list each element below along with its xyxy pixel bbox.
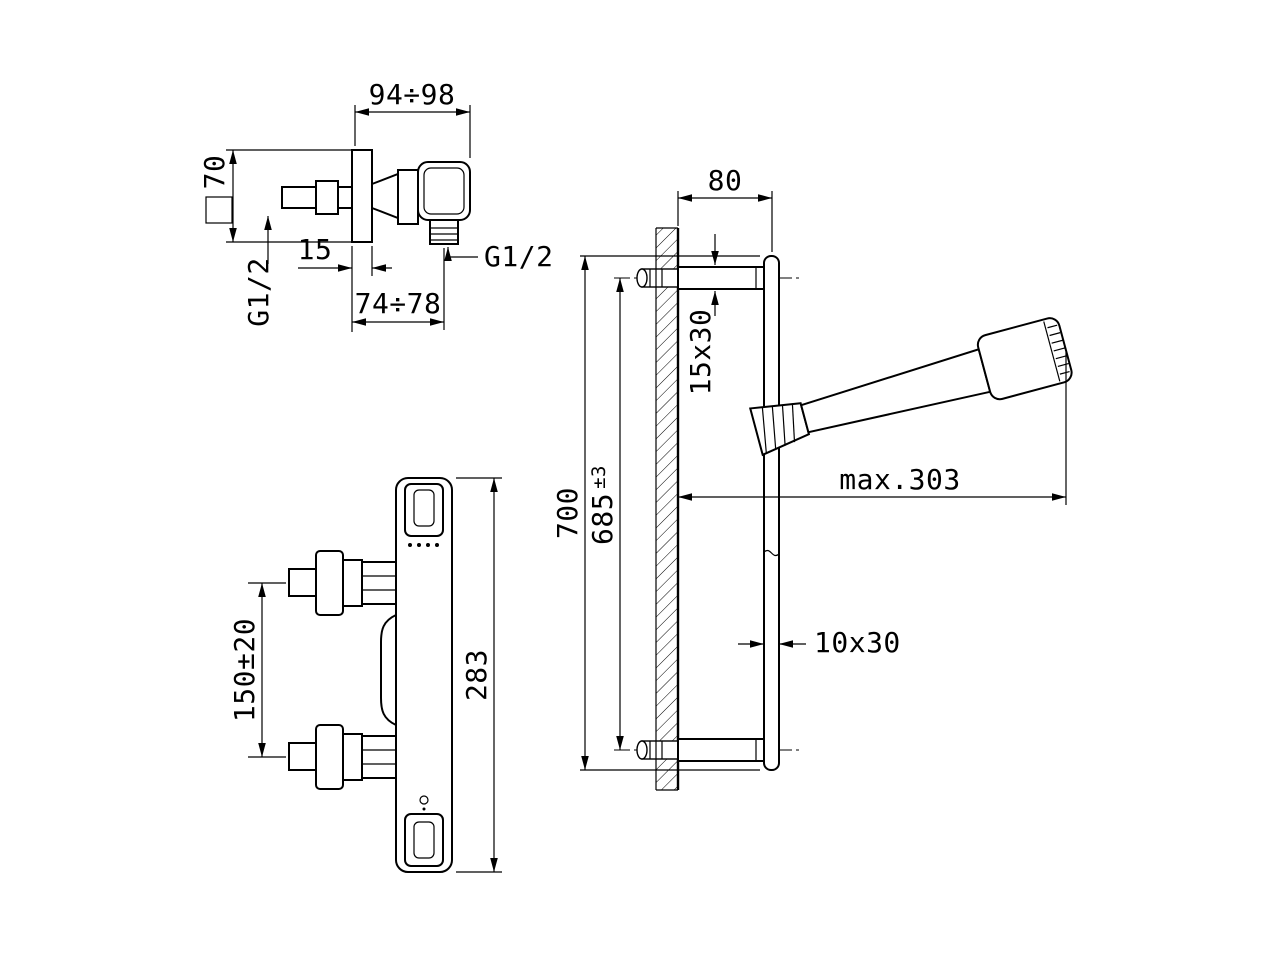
shower-handle xyxy=(799,348,992,434)
inlet-thread-label: G1/2 xyxy=(242,257,275,326)
bottom-inlet-flange xyxy=(315,724,344,790)
dim-overall-length: 700 xyxy=(551,487,584,539)
mixer-front-view: 150±20 283 xyxy=(228,477,502,873)
wall-section xyxy=(655,227,680,791)
mixer-body xyxy=(395,477,453,873)
rail-dimensions: 80 15x30 700 685±3 max.303 10x30 xyxy=(551,164,1067,771)
square-handle xyxy=(417,161,471,221)
bottom-inlet-hex xyxy=(361,735,397,779)
valve-side-view: 94÷98 70 15 G1/2 74÷78 G1/2 xyxy=(198,78,553,332)
dim-rail-section: 10x30 xyxy=(814,626,901,659)
top-bracket xyxy=(677,266,765,290)
flow-symbol xyxy=(419,795,429,805)
inlet-nut xyxy=(315,180,339,215)
top-inlet-flange xyxy=(315,550,344,616)
dim-fixing-centres: 685±3 xyxy=(586,465,619,545)
valve-body-drawing xyxy=(281,149,471,245)
wall-flange xyxy=(351,149,373,243)
top-inlet-hex xyxy=(361,561,397,605)
dim-inlet-spacing: 150±20 xyxy=(228,618,261,722)
wall-hatching xyxy=(656,228,678,790)
bottom-inlet-neck xyxy=(342,733,363,781)
top-inlet-neck xyxy=(342,559,363,607)
dim-width-range: 94÷98 xyxy=(369,78,456,111)
dim-body-height: 283 xyxy=(460,649,493,701)
temperature-knob-grip xyxy=(413,489,435,527)
valve-collar xyxy=(397,169,419,225)
bottom-inlet-square xyxy=(288,742,317,771)
top-wall-plug xyxy=(636,268,679,288)
dim-bracket-section: 15x30 xyxy=(684,309,717,396)
rail-side-view: 80 15x30 700 685±3 max.303 10x30 xyxy=(551,164,1073,791)
dim-max-reach: max.303 xyxy=(839,463,961,496)
mixer-dimensions: 150±20 283 xyxy=(228,477,502,873)
valve-dimensions: 94÷98 70 15 G1/2 74÷78 G1/2 xyxy=(198,78,553,332)
outlet-thread-label: G1/2 xyxy=(484,240,553,273)
bottom-bracket xyxy=(677,738,765,762)
dim-plate-offset: 15 xyxy=(298,233,333,266)
temperature-knob xyxy=(404,483,444,537)
flow-knob-grip xyxy=(413,821,435,859)
square-section-symbol xyxy=(205,196,233,224)
dim-depth-range: 74÷78 xyxy=(355,287,442,320)
rail-bend-mark xyxy=(763,550,780,556)
slide-rail xyxy=(763,255,780,771)
body-taper xyxy=(371,172,399,220)
hand-shower xyxy=(748,317,1073,457)
top-inlet-square xyxy=(288,568,317,597)
square-handle-inner xyxy=(423,167,465,215)
shower-head xyxy=(976,317,1073,401)
body-contour xyxy=(380,614,397,726)
bottom-wall-plug xyxy=(636,740,679,760)
dim-wall-distance: 80 xyxy=(708,164,743,197)
mixer-body-drawing xyxy=(288,477,453,873)
dim-square-size: 70 xyxy=(198,155,231,190)
